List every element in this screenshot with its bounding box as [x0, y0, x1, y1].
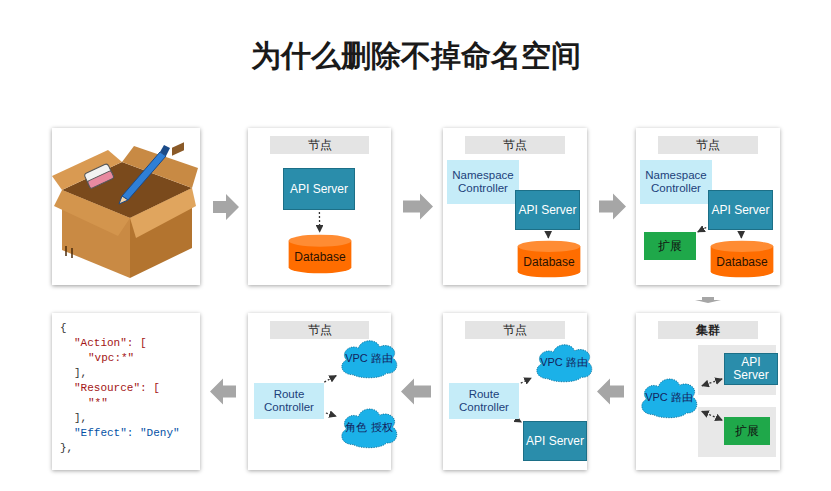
cardboard-box: [52, 142, 198, 278]
panel-heading: 集群: [658, 321, 758, 339]
database-cylinder: Database: [710, 240, 774, 278]
code-line: "Effect": "Deny": [74, 427, 180, 439]
code-line: ],: [74, 367, 87, 379]
dotted-connector: [702, 379, 722, 386]
node-label: VPC 路由: [540, 356, 588, 368]
dotted-connector: [324, 376, 336, 383]
node-label: API Server: [518, 204, 576, 217]
node-label: API Server: [290, 183, 348, 196]
node-label: Database: [716, 255, 767, 269]
node-label: Database: [294, 250, 345, 264]
dotted-connector: [518, 420, 522, 422]
panel-heading: 节点: [270, 136, 369, 154]
node-label: 角色 授权: [345, 421, 392, 433]
node-label: Namespace Controller: [447, 169, 519, 195]
code-line: },: [60, 442, 73, 454]
node-label: Route Controller: [449, 388, 519, 414]
flow-arrow: [695, 297, 721, 303]
node-label: 扩展: [658, 238, 682, 255]
title: 为什么删除不掉命名空间: [0, 36, 831, 77]
node-label: 扩展: [735, 423, 759, 440]
panel-frame: [52, 128, 200, 285]
controller-box: Namespace Controller: [447, 160, 519, 204]
flow-arrow: [599, 194, 626, 220]
server-box: API Server: [515, 190, 580, 230]
cloud-shape: VPC 路由: [338, 337, 400, 379]
node-label: VPC 路由: [645, 391, 693, 403]
flow-arrow: [401, 379, 431, 405]
node-panel: 集群 VPC 路由 API Server 扩展: [636, 313, 780, 470]
server-box: API Server: [283, 168, 355, 210]
panel-heading: 节点: [465, 321, 565, 339]
panel-heading: 节点: [270, 321, 369, 339]
server-box: API Server: [708, 190, 773, 230]
node-label: API Server: [711, 204, 769, 217]
code-line: ],: [74, 412, 87, 424]
node-label: Namespace Controller: [640, 169, 712, 195]
dotted-connector: [706, 195, 714, 198]
node-label: VPC 路由: [345, 352, 393, 364]
dotted-connector: [513, 195, 521, 198]
database-cylinder: Database: [517, 240, 581, 278]
database-cylinder: Database: [288, 234, 352, 274]
controller-box: Namespace Controller: [640, 160, 712, 204]
flow-arrow: [597, 379, 624, 405]
dotted-connector: [702, 411, 722, 420]
code-line: "*": [88, 397, 108, 409]
node-panel: 节点 Route Controller VPC 路由 API Server: [443, 313, 587, 470]
controller-box: Route Controller: [254, 383, 324, 419]
server-box: API Server: [523, 421, 587, 461]
panel-heading: 节点: [465, 136, 565, 154]
extension-box: 扩展: [724, 417, 770, 445]
dotted-connector: [548, 232, 550, 238]
dotted-connector: [319, 212, 321, 232]
node-label: API Server: [526, 435, 584, 448]
cloud-shape: VPC 路由: [533, 341, 595, 383]
node-panel: 节点 API ServerDatabase: [248, 128, 391, 285]
panel-heading: 节点: [658, 136, 758, 154]
flow-arrow: [213, 194, 239, 220]
node-panel: 节点 Namespace ControllerAPI ServerDatabase: [443, 128, 587, 285]
dotted-connector: [741, 232, 743, 238]
dotted-connector: [698, 228, 706, 232]
extension-box: 扩展: [644, 232, 696, 260]
node-label: Database: [523, 255, 574, 269]
dotted-connector: [521, 378, 531, 383]
flow-arrow: [210, 379, 236, 405]
code-line: "Action": [: [74, 337, 147, 349]
node-label: Route Controller: [254, 388, 324, 414]
cloud-shape: 角色 授权: [338, 405, 400, 449]
flow-arrow: [403, 194, 433, 220]
node-panel: 节点 Route Controller VPC 路由角色 授权: [248, 313, 391, 470]
code-line: "Resource": [: [74, 382, 160, 394]
server-box: API Server: [724, 353, 778, 385]
node-panel: 节点 Namespace ControllerAPI Server 扩展 Databa…: [636, 128, 780, 285]
cloud-shape: VPC 路由: [638, 375, 700, 419]
code-line: {: [60, 322, 67, 334]
code-line: "vpc:*": [88, 352, 134, 364]
node-label: API Server: [725, 356, 777, 382]
controller-box: Route Controller: [449, 383, 519, 419]
dotted-connector: [326, 413, 336, 416]
code-panel: { "Action": [ "vpc:*"], "Resource": [ "*"], "…: [52, 313, 200, 470]
